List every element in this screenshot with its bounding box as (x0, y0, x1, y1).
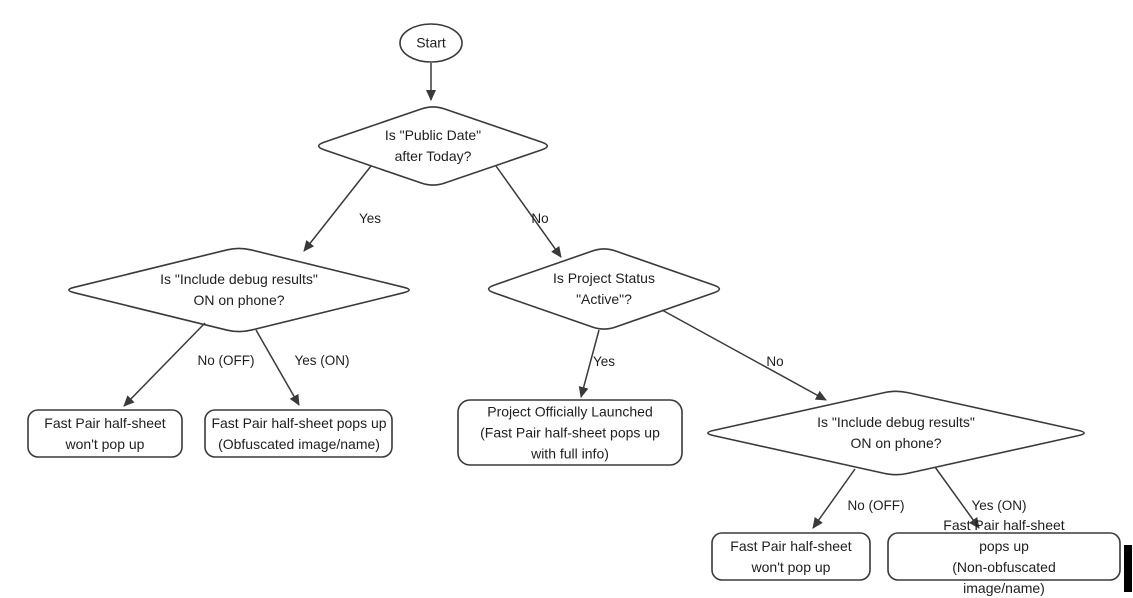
decision-debug-right-shape (707, 390, 1085, 476)
edge-debug-right-no-off (812, 468, 856, 529)
terminal-no-popup-left-label: Fast Pair half-sheet won't pop up (44, 415, 166, 452)
start-node-shape (399, 23, 463, 63)
edge-label-no-off-right: No (OFF) (847, 497, 905, 513)
terminal-launched-label: Project Officially Launched (Fast Pair h… (480, 403, 660, 462)
terminal-no-popup-right-shape (711, 532, 871, 581)
terminal-non-obfuscated-shape (887, 532, 1121, 581)
terminal-no-popup-left-shape (27, 409, 183, 458)
edge-label-no-off-left: No (OFF) (197, 352, 255, 368)
terminal-obfuscated-shape (204, 409, 393, 458)
edge-debug-left-yes-on (255, 329, 300, 406)
edge-debug-right-yes-on (934, 466, 980, 529)
edge-label-yes-on-left: Yes (ON) (294, 352, 350, 368)
decision-project-status-label: Is Project Status "Active"? (553, 270, 655, 307)
terminal-launched-shape (457, 399, 683, 466)
decision-debug-right-label: Is "Include debug results" ON on phone? (817, 414, 975, 451)
edge-label-yes-on-right: Yes (ON) (971, 497, 1027, 513)
start-label: Start (416, 34, 446, 51)
terminal-obfuscated-label: Fast Pair half-sheet pops up (Obfuscated… (211, 415, 387, 452)
edge-public-date-no (495, 165, 562, 258)
edge-debug-left-no-off (123, 322, 206, 407)
text-cursor-artifact (1124, 545, 1132, 592)
terminal-non-obfuscated-label: Fast Pair half-sheet pops up (Non-obfusc… (943, 517, 1065, 596)
edge-label-no-mid: No (766, 353, 784, 369)
edge-label-no-top: No (531, 210, 549, 226)
terminal-no-popup-right-label: Fast Pair half-sheet won't pop up (730, 538, 852, 575)
edge-project-status-yes (578, 329, 600, 398)
decision-public-date-shape (317, 106, 549, 186)
edge-label-yes-top: Yes (358, 210, 382, 226)
decision-debug-left-label: Is "Include debug results" ON on phone? (160, 271, 318, 308)
decision-debug-left-shape (68, 247, 410, 333)
edge-project-status-no (661, 309, 827, 401)
decision-project-status-shape (487, 248, 721, 330)
edge-public-date-yes (303, 165, 372, 252)
edge-label-yes-mid: Yes (592, 353, 616, 369)
decision-public-date-label: Is "Public Date" after Today? (384, 127, 482, 164)
